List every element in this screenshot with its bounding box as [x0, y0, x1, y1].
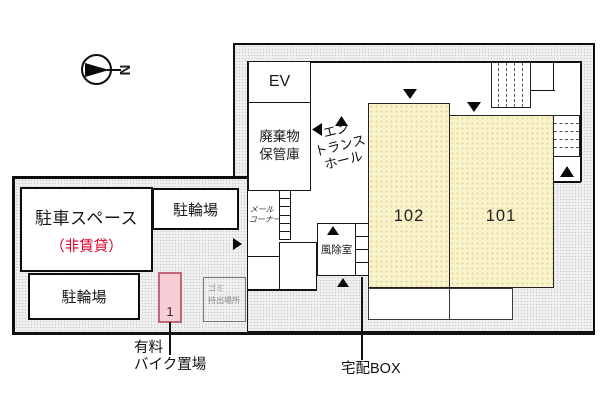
delivery-box-leader-line [361, 277, 363, 360]
waste-storage-room: 廃棄物 保管庫 [248, 101, 311, 191]
unit-102-label: 102 [393, 206, 425, 225]
paid-bike-callout-line1: 有料 [134, 340, 163, 356]
compass: N [78, 50, 138, 92]
elevator-room: EV [248, 61, 311, 103]
mail-corner-line2: コーナー [248, 215, 282, 224]
compass-north: N [116, 61, 134, 79]
bicycle-parking-top-label: 駐輪場 [172, 201, 218, 219]
bicycle-parking-top-box: 駐輪場 [152, 188, 239, 230]
unit-102-entry-arrow-icon [403, 89, 417, 99]
garbage-area-line2: 持出場所 [208, 296, 240, 305]
compass-north-label: N [116, 64, 134, 76]
waste-storage-label-1: 廃棄物 [259, 128, 300, 144]
mail-corner-lower-room [279, 242, 317, 290]
unit-102-room: 102 [368, 103, 450, 288]
paid-bike-slot-number: 1 [166, 303, 174, 319]
delivery-box-cells [354, 223, 369, 276]
stair-wall-segment [553, 62, 555, 91]
elevator-label: EV [268, 73, 291, 90]
yard-entry-arrow-icon [233, 238, 242, 250]
mailbox-cells [279, 190, 291, 240]
stair-corridor-bottom-line [553, 181, 581, 183]
unit-101-entry-arrow-icon [467, 102, 481, 112]
waste-storage-label-2: 保管庫 [259, 147, 300, 162]
bicycle-parking-bottom-label: 駐輪場 [61, 289, 107, 306]
garbage-area-box: ゴミ 持出場所 [203, 277, 246, 322]
windbreak-room: 風除室 [317, 223, 356, 276]
inner-wall-top-line [248, 61, 580, 63]
delivery-box-callout-label: 宅配BOX [341, 361, 401, 377]
unit-101-label: 101 [485, 206, 517, 225]
inner-wall-right-line [580, 61, 582, 182]
building-left-edge-line [246, 61, 248, 333]
compass-needle-line [107, 69, 121, 71]
terrace-101 [448, 288, 513, 320]
hall-up-arrow-icon [335, 116, 348, 126]
bicycle-parking-bottom-box: 駐輪場 [28, 273, 140, 320]
stair-corridor-arrow-icon [560, 166, 574, 177]
paid-bike-callout: 有料 バイク置場 [134, 340, 244, 376]
staircase-lower-run [553, 115, 580, 157]
garbage-area-line1: ゴミ [208, 284, 224, 293]
parking-space-note: （非賃貸） [50, 238, 123, 255]
site-boundary-line [12, 331, 595, 335]
unit-101-room: 101 [448, 115, 554, 288]
windbreak-inner-arrow-icon [327, 226, 339, 235]
parking-space-box: 駐車スペース （非賃貸） [20, 187, 153, 272]
mail-area-divider-line [248, 256, 279, 258]
hall-left-arrow-icon [312, 123, 322, 136]
paid-bike-callout-line2: バイク置場 [134, 356, 207, 373]
staircase-upper-run [491, 62, 531, 108]
terrace-102 [368, 288, 450, 320]
paid-bike-leader-line [169, 322, 171, 355]
parking-space-label: 駐車スペース [35, 208, 138, 228]
delivery-box-callout: 宅配BOX [341, 357, 441, 377]
windbreak-entry-arrow-icon [337, 278, 349, 287]
windbreak-room-label: 風除室 [320, 244, 353, 256]
paid-bike-slot: 1 [158, 272, 182, 323]
